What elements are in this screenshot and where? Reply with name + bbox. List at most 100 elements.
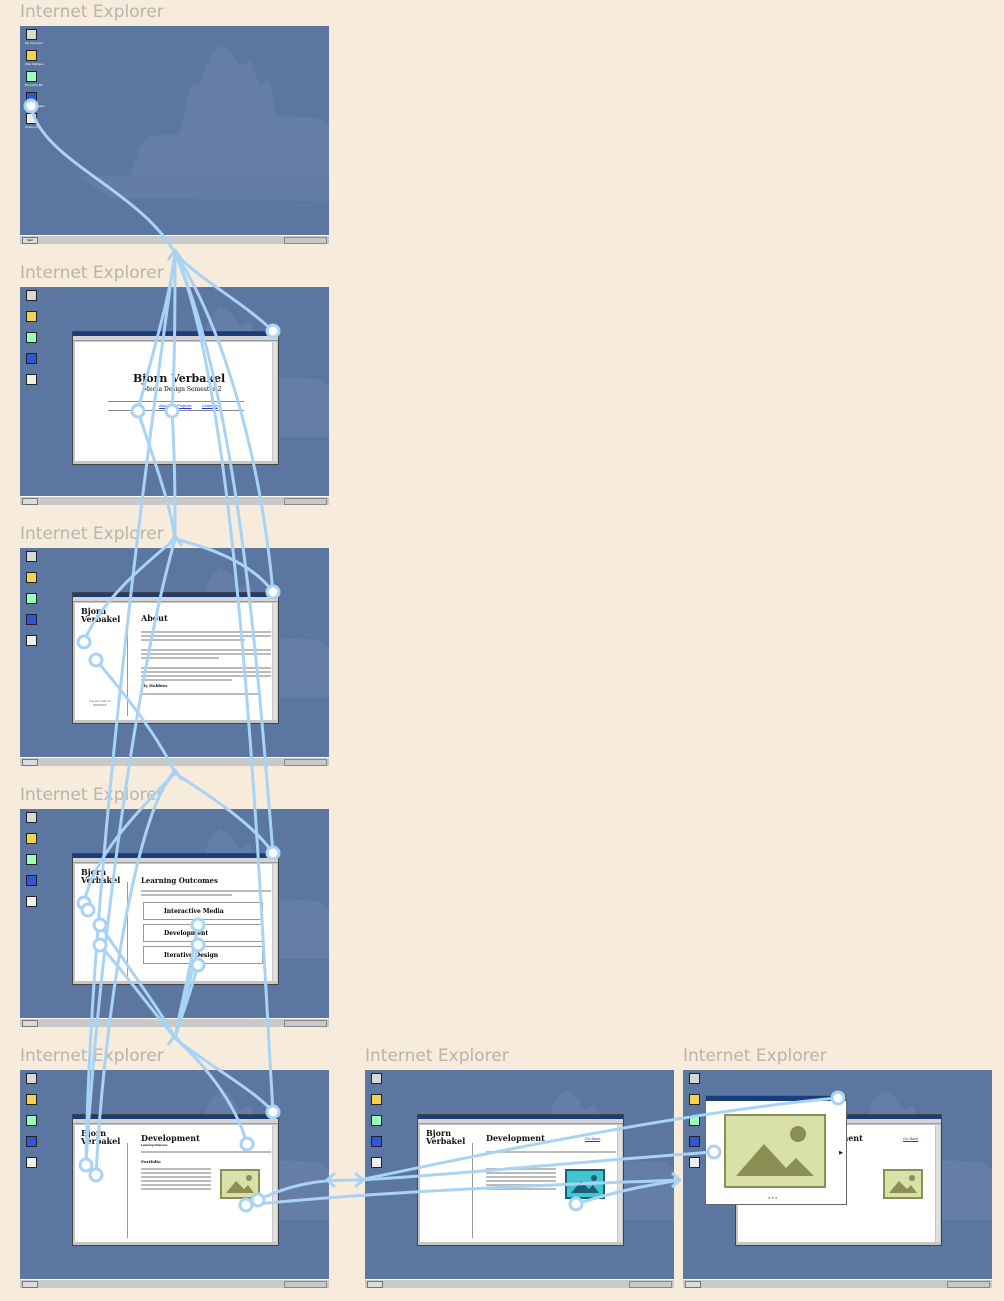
desktop-screen-5: Bjorn Verbakel Development Learning Outc… — [20, 1070, 329, 1288]
lightbox-dots: ● ● ● — [768, 1195, 778, 1200]
document-icon[interactable] — [370, 1157, 382, 1168]
portfolio-image-hover-icon[interactable] — [565, 1169, 605, 1199]
browser-window: Bjorn Verbakel Development Learning Outc… — [72, 1114, 279, 1246]
development-page: Bjorn Verbakel Development Learning Outc… — [75, 1125, 272, 1242]
my-computer-icon[interactable] — [25, 290, 37, 301]
folder-icon[interactable] — [25, 833, 37, 844]
home-link-projects[interactable]: Projects — [177, 403, 192, 408]
scrollbar[interactable] — [273, 864, 277, 981]
recycle-bin-icon[interactable] — [25, 1115, 37, 1126]
start-button[interactable] — [685, 1281, 701, 1288]
desktop-screen-7: Development Go Back ▶ ● ● ● — [683, 1070, 992, 1288]
taskbar — [365, 1279, 674, 1288]
taskbar — [683, 1279, 992, 1288]
document-icon[interactable] — [25, 635, 37, 646]
scrollbar[interactable] — [273, 603, 277, 720]
frame-title-6: Internet Explorer — [365, 1046, 509, 1066]
desktop-screen-3: Bjorn Verbakel About My Hobbies You are … — [20, 548, 329, 766]
scrollbar[interactable] — [936, 1125, 940, 1242]
document-icon[interactable] — [25, 896, 37, 907]
document-icon[interactable] — [688, 1157, 700, 1168]
recycle-bin-icon[interactable] — [25, 593, 37, 604]
development-page: Bjorn Verbakel Development Go Back — [420, 1125, 617, 1242]
taskbar — [20, 496, 329, 505]
folder-icon[interactable] — [25, 572, 37, 583]
internet-explorer-icon[interactable] — [25, 614, 37, 625]
go-back-link[interactable]: Go Back — [903, 1136, 919, 1141]
recycle-bin-icon[interactable] — [25, 332, 37, 343]
home-page: Bjorn Verbakel Media Design Semester 2 A… — [75, 342, 272, 461]
system-tray — [629, 1281, 672, 1288]
start-button[interactable] — [22, 1020, 38, 1027]
arrow-icon — [166, 768, 184, 781]
address-bar[interactable] — [73, 858, 278, 863]
browser-window: Bjorn Verbakel Learning Outcomes Interac… — [72, 853, 279, 985]
my-computer-icon[interactable] — [25, 551, 37, 562]
folder-icon[interactable] — [688, 1094, 700, 1105]
folder-icon[interactable] — [25, 1094, 37, 1105]
document-icon[interactable] — [25, 374, 37, 385]
scrollbar[interactable] — [273, 1125, 277, 1242]
frame-title-2: Internet Explorer — [20, 263, 164, 283]
recycle-bin-icon[interactable]: Recycling Bin — [25, 71, 43, 87]
internet-explorer-icon[interactable] — [25, 875, 37, 886]
arrow-icon — [166, 1033, 184, 1046]
address-bar[interactable] — [418, 1119, 623, 1124]
home-link-about[interactable]: About — [159, 403, 170, 408]
system-tray — [284, 237, 327, 244]
start-button[interactable] — [22, 1281, 38, 1288]
internet-explorer-icon[interactable] — [25, 1136, 37, 1147]
start-button[interactable] — [367, 1281, 383, 1288]
start-button[interactable] — [22, 498, 38, 505]
recycle-bin-icon[interactable] — [25, 854, 37, 865]
home-link-learning[interactable]: Learning — [202, 403, 218, 408]
my-computer-icon[interactable] — [370, 1073, 382, 1084]
internet-explorer-icon[interactable] — [688, 1136, 700, 1147]
arrow-icon — [166, 534, 184, 547]
document-icon[interactable] — [25, 1157, 37, 1168]
dev-sub: Learning Outcome — [141, 1143, 168, 1147]
recycle-bin-icon[interactable] — [370, 1115, 382, 1126]
frame-title-7: Internet Explorer — [683, 1046, 827, 1066]
portfolio-image-icon[interactable] — [883, 1169, 923, 1199]
arrow-icon — [354, 1171, 365, 1189]
address-bar[interactable] — [73, 336, 278, 341]
address-bar[interactable] — [73, 1119, 278, 1124]
lightbox-next-icon[interactable]: ▶ — [839, 1150, 843, 1156]
recycle-bin-icon[interactable] — [688, 1115, 700, 1126]
internet-explorer-icon[interactable] — [370, 1136, 382, 1147]
browser-window: Bjorn Verbakel Media Design Semester 2 A… — [72, 331, 279, 465]
my-computer-icon[interactable] — [688, 1073, 700, 1084]
folder-icon[interactable] — [370, 1094, 382, 1105]
folder-icon[interactable] — [25, 311, 37, 322]
my-computer-icon[interactable]: My Computer — [25, 29, 43, 45]
document-icon[interactable]: Oxinfo.net — [25, 113, 39, 129]
taskbar — [20, 1279, 329, 1288]
folder-icon[interactable]: Web Sightsee — [25, 50, 44, 66]
taskbar: Start — [20, 235, 329, 244]
my-computer-icon[interactable] — [25, 1073, 37, 1084]
frame-title-3: Internet Explorer — [20, 524, 164, 544]
taskbar — [20, 1018, 329, 1027]
scrollbar[interactable] — [273, 342, 277, 461]
scrollbar[interactable] — [618, 1125, 622, 1242]
go-back-link[interactable]: Go Back — [585, 1136, 601, 1141]
card-development[interactable]: Development — [143, 924, 263, 942]
address-bar[interactable] — [73, 597, 278, 602]
card-interactive-media[interactable]: Interactive Media — [143, 902, 263, 920]
start-button[interactable]: Start — [22, 237, 38, 244]
portfolio-image-icon[interactable] — [220, 1169, 260, 1199]
desktop-screen-1: My Computer Web Sightsee Recycling Bin B… — [20, 26, 329, 244]
internet-explorer-icon[interactable]: Bjorn Verbakel — [25, 92, 45, 108]
dev-heading: Development — [141, 1133, 200, 1143]
internet-explorer-icon[interactable] — [25, 353, 37, 364]
home-subtitle: Media Design Semester 2 — [143, 386, 222, 393]
desktop-screen-4: Bjorn Verbakel Learning Outcomes Interac… — [20, 809, 329, 1027]
about-hobbies: My Hobbies — [141, 683, 168, 688]
lightbox-titlebar[interactable] — [706, 1096, 846, 1101]
my-computer-icon[interactable] — [25, 812, 37, 823]
start-button[interactable] — [22, 759, 38, 766]
card-iterative-design[interactable]: Iterative Design — [143, 946, 263, 964]
frame-title-5: Internet Explorer — [20, 1046, 164, 1066]
lightbox-image-icon — [724, 1114, 826, 1188]
